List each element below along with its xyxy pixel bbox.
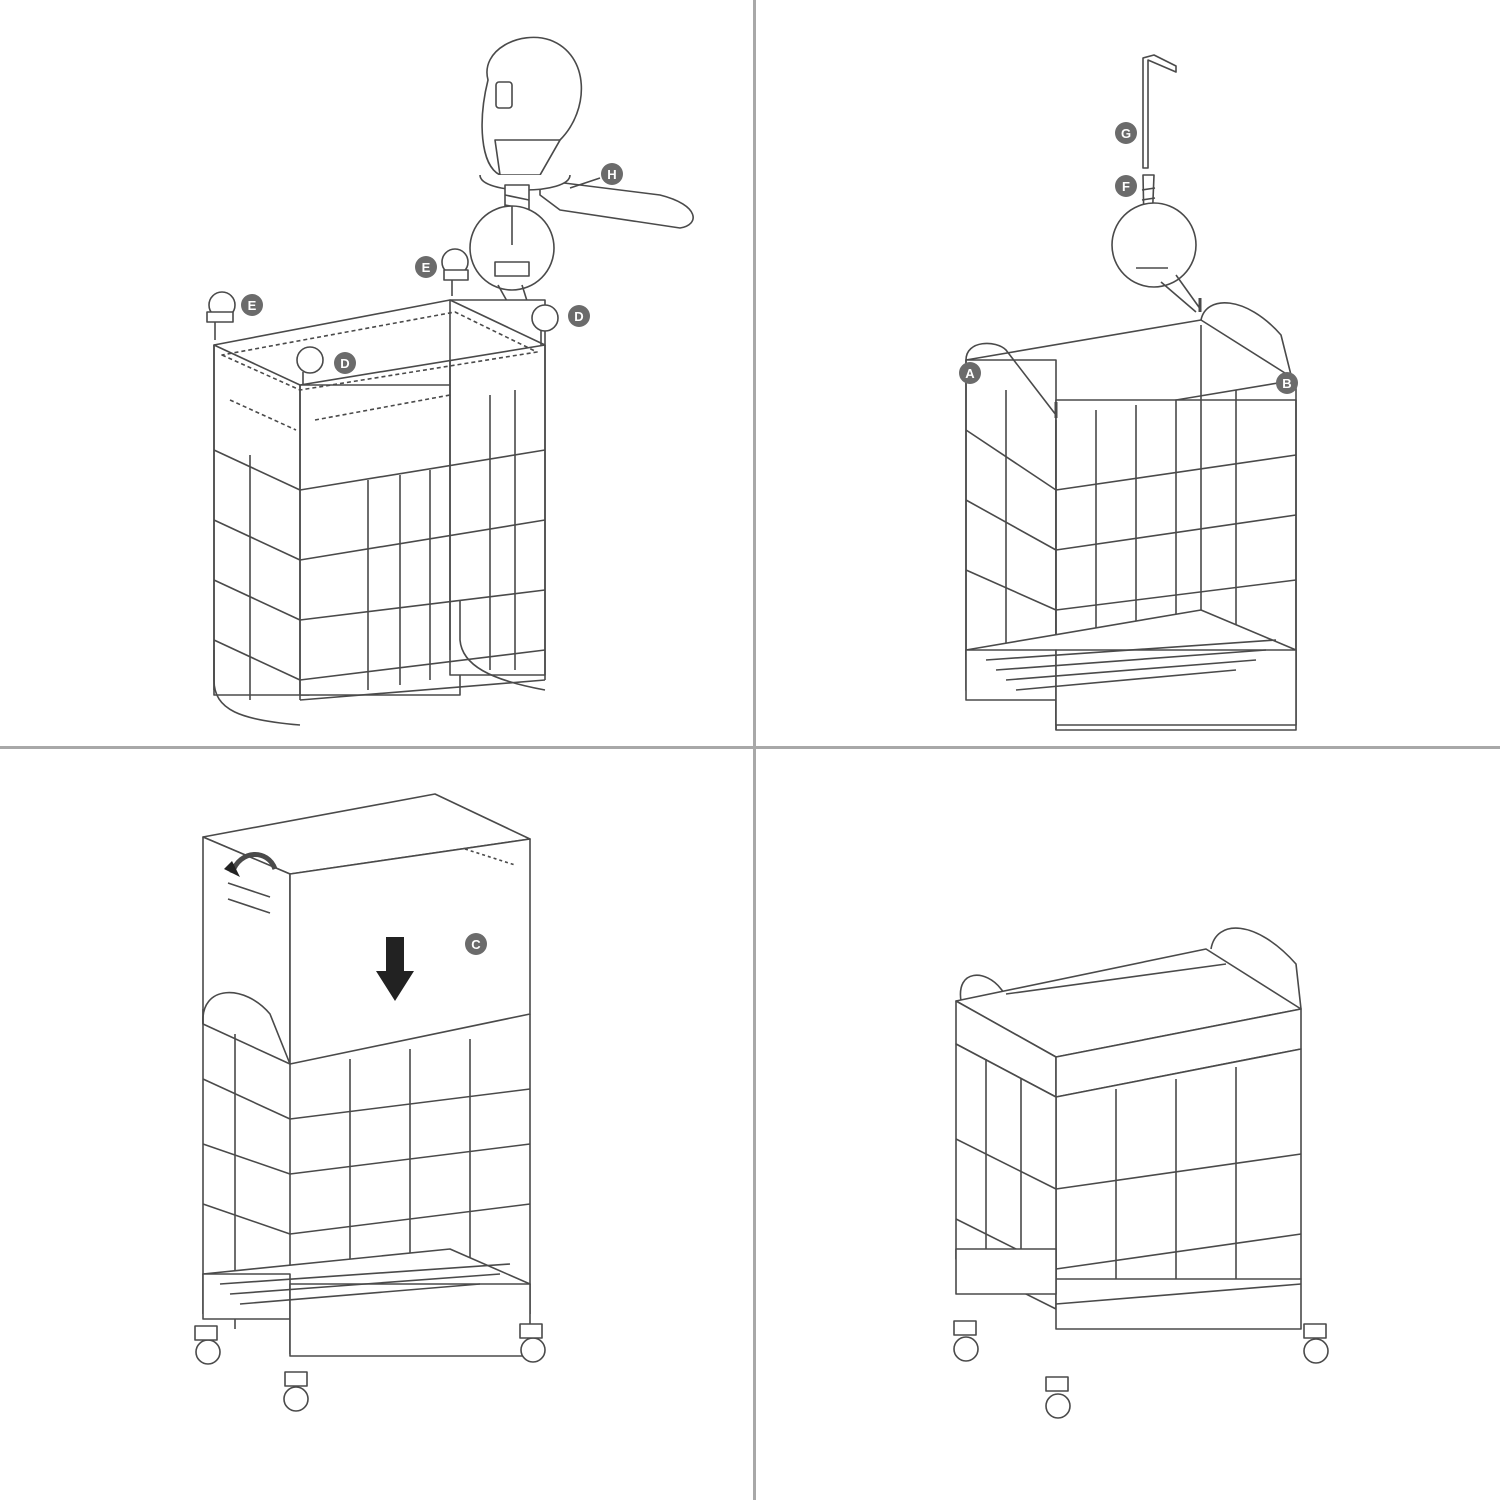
down-arrow-icon: [376, 937, 414, 1001]
caster-wheel-e-left: [206, 291, 236, 340]
assembled-hamper: [955, 927, 1302, 1330]
rotate-arrow-icon: [224, 852, 278, 877]
caster-wheels: [194, 1323, 546, 1412]
basket-frame: [202, 991, 531, 1357]
step-3-panel: [0, 749, 750, 1499]
allen-key-illustration: [1142, 54, 1177, 169]
wrench-tool-illustration: [479, 36, 694, 231]
caster-wheels: [953, 1320, 1329, 1419]
horizontal-divider: [0, 746, 1500, 749]
step-2-panel: [756, 0, 1500, 750]
vertical-divider: [753, 0, 756, 1500]
frame-upright: [965, 298, 1297, 731]
detail-magnifier: [1111, 202, 1202, 313]
step-1-panel: [0, 0, 750, 750]
step-4-panel: [756, 749, 1500, 1499]
frame-upside-down: [213, 299, 546, 726]
caster-wheel-d-middle: [296, 346, 324, 385]
detail-magnifier: [469, 205, 555, 343]
caster-wheel-e-right: [441, 248, 469, 296]
caster-wheel-d-right: [531, 304, 559, 345]
fabric-liner: [202, 793, 531, 1065]
